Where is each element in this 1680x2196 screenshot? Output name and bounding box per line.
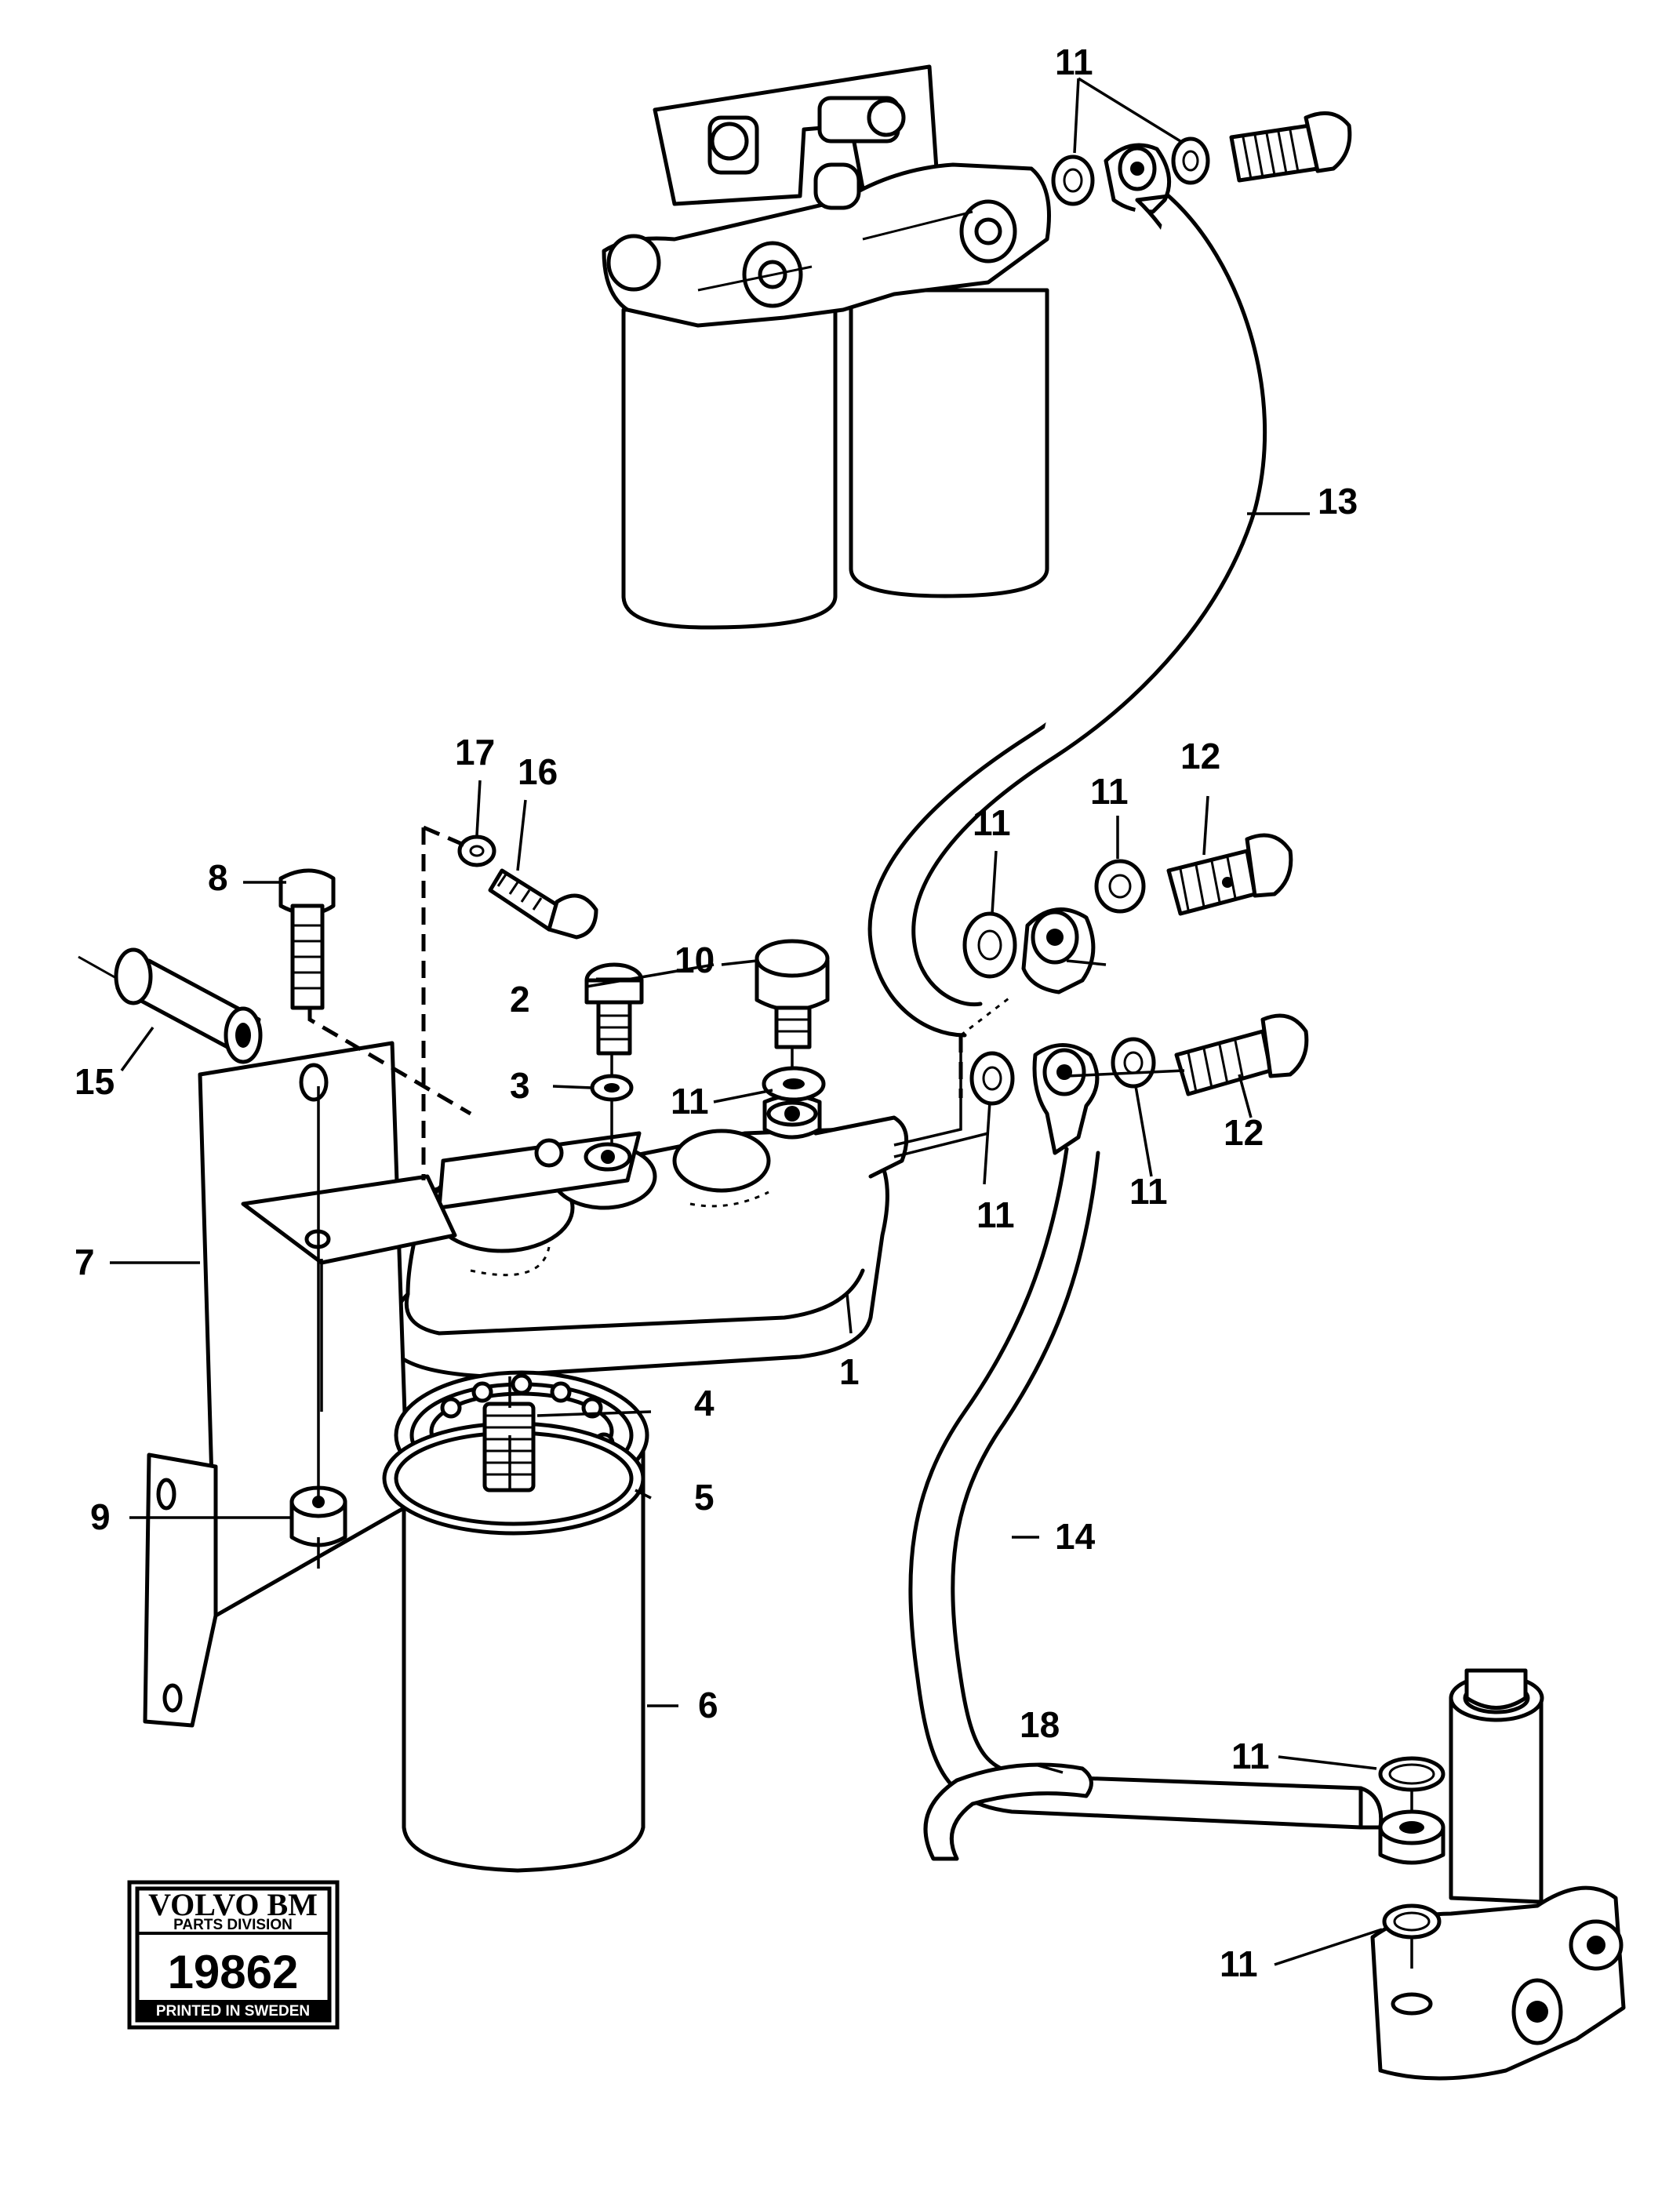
callout-17: 17 bbox=[455, 732, 495, 773]
clamp-18 bbox=[923, 1762, 1093, 1861]
washer-17 bbox=[457, 834, 496, 867]
callout-leaders bbox=[110, 77, 1383, 1966]
callout-15: 15 bbox=[75, 1061, 115, 1102]
callout-4: 4 bbox=[694, 1383, 715, 1423]
volvo-bm-parts-stamp: VOLVO BM PARTS DIVISION 19862 PRINTED IN… bbox=[127, 1880, 340, 2030]
tube-15 bbox=[78, 947, 263, 1064]
banjo-connection-lower bbox=[969, 1013, 1309, 1155]
washer-11-plug bbox=[762, 1066, 826, 1102]
callout-7: 7 bbox=[75, 1242, 95, 1282]
callout-11-d: 11 bbox=[1129, 1171, 1168, 1212]
callout-11-f: 11 bbox=[1231, 1736, 1270, 1776]
callout-12-lower: 12 bbox=[1224, 1112, 1264, 1153]
stamp-printed: PRINTED IN SWEDEN bbox=[156, 2003, 310, 2020]
callout-labels: 11 13 17 16 12 11 11 8 10 2 3 11 15 12 1… bbox=[75, 42, 1358, 1984]
stamp-division: PARTS DIVISION bbox=[173, 1917, 293, 1933]
callout-3: 3 bbox=[510, 1065, 530, 1106]
callout-10: 10 bbox=[675, 940, 715, 980]
filter-head-1 bbox=[388, 1094, 909, 1379]
assembly-lines bbox=[307, 825, 1413, 1969]
stamp-brand: VOLVO BM bbox=[148, 1887, 318, 1922]
stamp-number: 19862 bbox=[168, 1946, 299, 1998]
twin-fuel-filter-assembly bbox=[602, 64, 1051, 630]
mounting-bracket-7 bbox=[143, 1041, 457, 1728]
callout-2: 2 bbox=[510, 979, 530, 1020]
callout-18: 18 bbox=[1020, 1704, 1060, 1745]
banjo-connection-upper bbox=[962, 833, 1293, 994]
callout-1: 1 bbox=[839, 1351, 860, 1392]
feed-pump bbox=[1370, 1668, 1626, 2081]
washer-3 bbox=[590, 1074, 634, 1102]
pump-washers-and-banjo bbox=[1378, 1756, 1445, 1940]
callout-11-e: 11 bbox=[976, 1194, 1015, 1235]
top-banjo-connection bbox=[1051, 111, 1352, 214]
callout-6: 6 bbox=[698, 1685, 718, 1725]
callout-8: 8 bbox=[208, 857, 228, 898]
callout-11-c: 11 bbox=[671, 1081, 709, 1122]
plug-2 bbox=[584, 962, 644, 1056]
bolt-10 bbox=[755, 939, 830, 1049]
callout-9: 9 bbox=[90, 1496, 111, 1537]
callout-11-b: 11 bbox=[973, 802, 1011, 843]
callout-11-top: 11 bbox=[1055, 42, 1093, 82]
bolt-8 bbox=[278, 868, 336, 1010]
fuel-hose-13 bbox=[867, 194, 1267, 1038]
callout-13: 13 bbox=[1318, 481, 1358, 522]
fuel-hose-14 bbox=[908, 1147, 1384, 1830]
callout-16: 16 bbox=[518, 751, 558, 792]
callout-14: 14 bbox=[1055, 1516, 1096, 1557]
screw-16 bbox=[488, 868, 598, 940]
callout-11-a: 11 bbox=[1090, 771, 1129, 812]
callout-11-g: 11 bbox=[1220, 1943, 1258, 1984]
callout-5: 5 bbox=[694, 1477, 715, 1518]
callout-12-upper: 12 bbox=[1180, 736, 1220, 776]
